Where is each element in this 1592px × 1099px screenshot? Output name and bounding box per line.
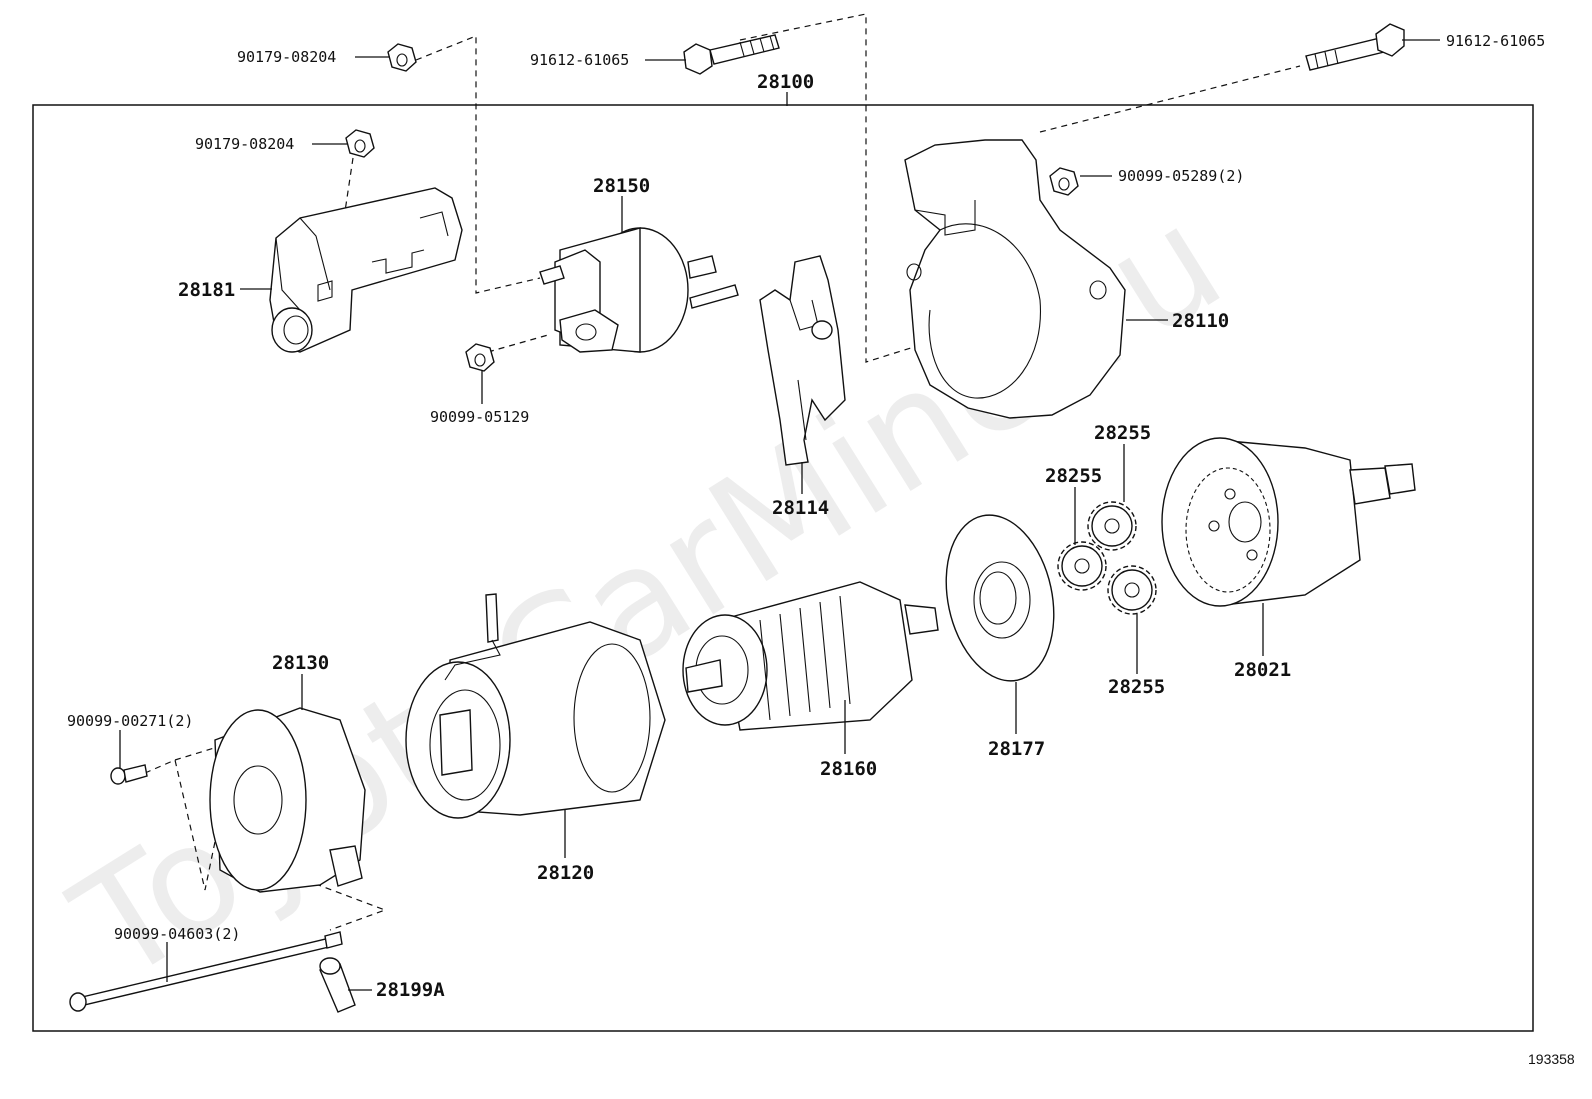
label-90179-08204-top[interactable]: 90179-08204	[237, 48, 336, 66]
label-28255-top[interactable]: 28255	[1094, 422, 1151, 444]
bolt-91612-61065-right[interactable]	[1305, 23, 1405, 71]
planetary-gear-28255-left[interactable]	[1057, 541, 1107, 591]
planetary-gear-28255-top[interactable]	[1087, 501, 1137, 551]
bolt-91612-61065-mid[interactable]	[683, 34, 780, 75]
terminal-cover-28181[interactable]	[269, 187, 463, 353]
label-91612-61065-right[interactable]: 91612-61065	[1446, 32, 1545, 50]
nut-90179-08204-top[interactable]	[387, 43, 417, 72]
label-28120[interactable]: 28120	[537, 862, 594, 884]
through-bolt-90099-04603[interactable]	[69, 931, 343, 1012]
label-90099-05289[interactable]: 90099-05289(2)	[1118, 167, 1244, 185]
label-28130[interactable]: 28130	[272, 652, 329, 674]
armature-28160[interactable]	[682, 581, 939, 731]
label-28150[interactable]: 28150	[593, 175, 650, 197]
assembly-frame	[32, 104, 1534, 1032]
brush-28199A[interactable]	[319, 957, 356, 1013]
drive-housing-28110[interactable]	[904, 139, 1126, 419]
field-yoke-28120[interactable]	[405, 593, 666, 819]
figure-number: 193358	[1528, 1051, 1575, 1067]
label-28177[interactable]: 28177	[988, 738, 1045, 760]
label-assembly-28100[interactable]: 28100	[757, 71, 814, 93]
nut-90099-05289[interactable]	[1049, 167, 1079, 196]
label-28110[interactable]: 28110	[1172, 310, 1229, 332]
label-28255-left[interactable]: 28255	[1045, 465, 1102, 487]
label-28199A[interactable]: 28199A	[376, 979, 445, 1001]
drive-lever-28114[interactable]	[759, 255, 846, 466]
label-90099-04603[interactable]: 90099-04603(2)	[114, 925, 240, 943]
planetary-gear-28255-bottom[interactable]	[1107, 565, 1157, 615]
label-28021[interactable]: 28021	[1234, 659, 1291, 681]
label-90099-00271[interactable]: 90099-00271(2)	[67, 712, 193, 730]
solenoid-28150[interactable]	[539, 227, 739, 353]
label-90179-08204-inner[interactable]: 90179-08204	[195, 135, 294, 153]
plate-28177[interactable]	[932, 505, 1069, 691]
leader-lines	[119, 39, 1440, 991]
part-labels: 90179-08204 91612-61065 91612-61065 2810…	[67, 32, 1575, 1067]
label-28181[interactable]: 28181	[178, 279, 235, 301]
label-91612-61065-mid[interactable]: 91612-61065	[530, 51, 629, 69]
nut-90099-05129[interactable]	[465, 343, 495, 372]
label-28255-bottom[interactable]: 28255	[1108, 676, 1165, 698]
label-28160[interactable]: 28160	[820, 758, 877, 780]
label-28114[interactable]: 28114	[772, 497, 829, 519]
end-cover-28130[interactable]	[209, 707, 366, 893]
label-90099-05129[interactable]: 90099-05129	[430, 408, 529, 426]
nut-90179-08204-inner[interactable]	[345, 129, 375, 158]
clutch-assembly-28021[interactable]	[1161, 437, 1416, 607]
screw-90099-00271[interactable]	[110, 764, 148, 785]
dashed-guides	[144, 13, 1301, 931]
